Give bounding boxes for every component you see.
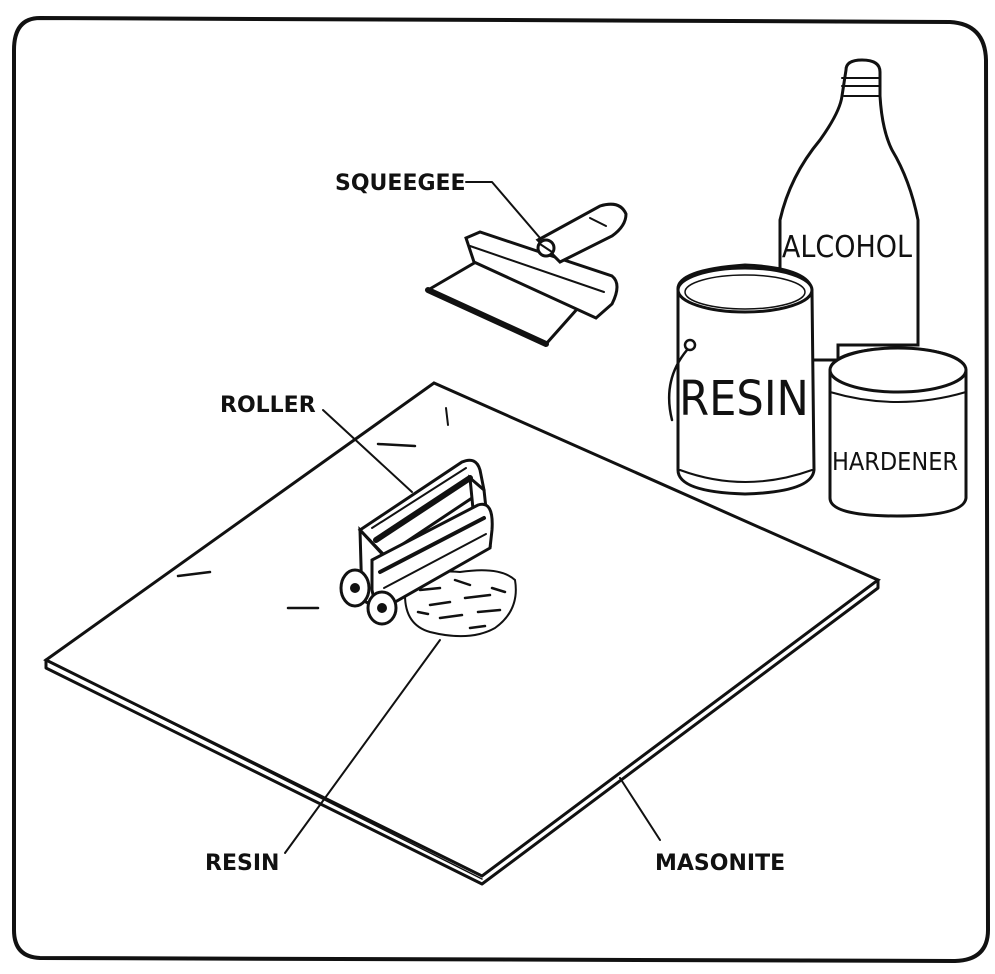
alcohol-text: ALCOHOL: [782, 230, 912, 265]
resin-label: RESIN: [205, 851, 279, 876]
squeegee-label: SQUEEGEE: [335, 171, 466, 196]
squeegee-leader-line: [466, 182, 540, 238]
hardener-jar: HARDENER: [830, 348, 966, 516]
roller-label: ROLLER: [220, 393, 316, 418]
squeegee-tool: [428, 204, 626, 344]
hardener-text: HARDENER: [832, 447, 958, 476]
masonite-label: MASONITE: [655, 851, 785, 876]
resin-can-text: RESIN: [679, 371, 809, 427]
masonite-leader-line: [620, 778, 660, 840]
resin-can: RESIN: [669, 265, 814, 494]
